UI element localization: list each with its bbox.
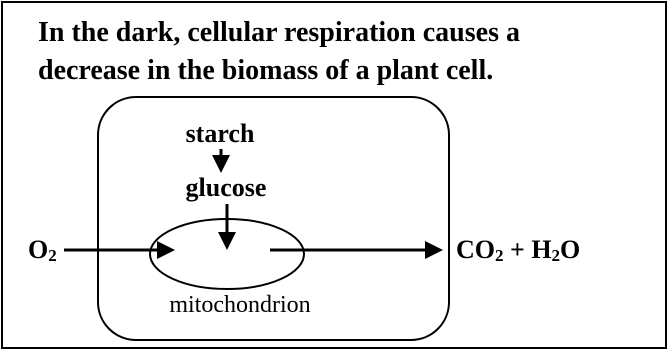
- oxygen-label: O2: [28, 235, 57, 265]
- products-label: CO2 + H2O: [456, 235, 580, 265]
- starch-label: starch: [186, 119, 255, 148]
- headline-line-1: In the dark, cellular respiration causes…: [38, 17, 520, 48]
- plant-cell: [97, 96, 450, 341]
- glucose-label: glucose: [186, 173, 267, 202]
- mitochondrion-label: mitochondrion: [169, 292, 310, 318]
- headline: In the dark, cellular respiration causes…: [38, 14, 520, 90]
- headline-line-2: decrease in the biomass of a plant cell.: [38, 55, 494, 86]
